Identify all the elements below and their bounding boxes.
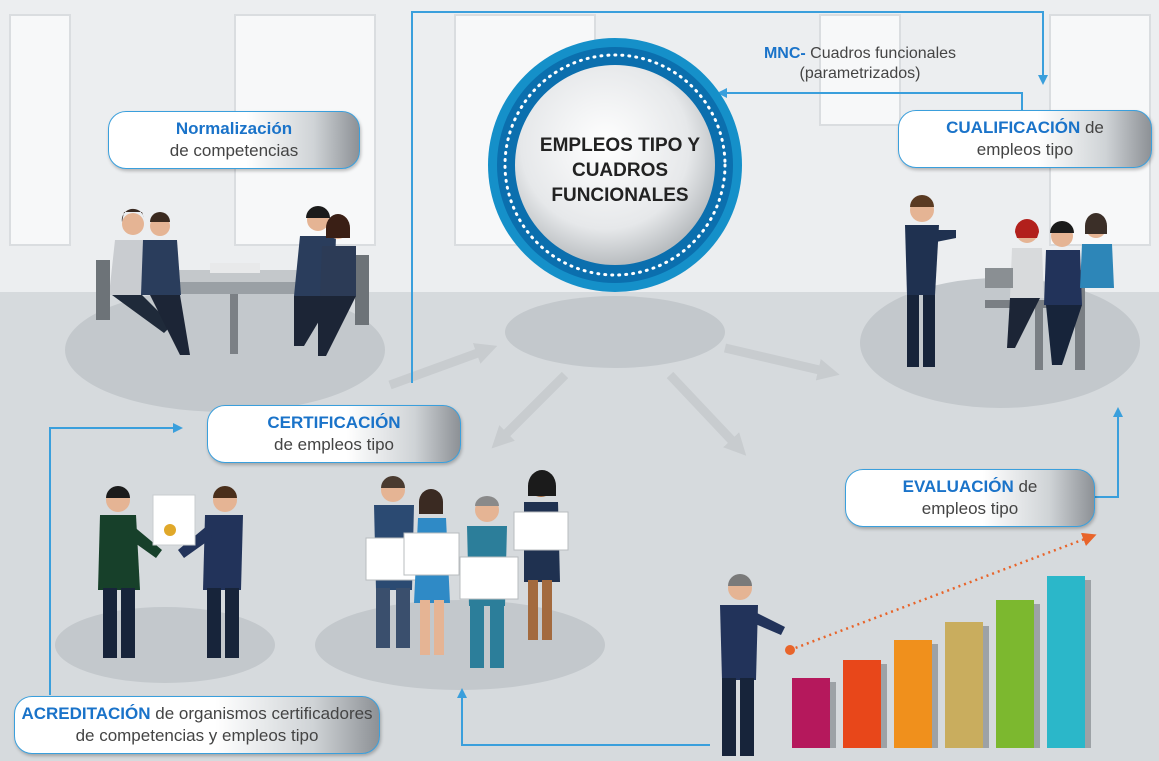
evaluacion-box: EVALUACIÓN de empleos tipo: [845, 469, 1095, 527]
growth-bar: [945, 622, 983, 748]
cualificacion-title: CUALIFICACIÓN: [946, 118, 1081, 137]
connector-top-loop: [411, 11, 1048, 383]
flow-arrows: [388, 343, 840, 456]
connector-mnc: [717, 88, 1023, 110]
growth-bar-shadow: [1034, 604, 1040, 748]
acreditacion-subtitle: de competencias y empleos tipo: [75, 726, 319, 745]
mnc-line2: (parametrizados): [799, 65, 921, 82]
growth-bar-shadow: [1085, 580, 1091, 748]
cualificacion-subtitle: empleos tipo: [976, 140, 1074, 159]
growth-bar: [894, 640, 932, 748]
certificacion-subtitle: de empleos tipo: [273, 435, 395, 454]
mnc-label: MNC- Cuadros funcionales (parametrizados…: [740, 44, 980, 84]
connector-bottom: [457, 688, 710, 746]
growth-bar-shadow: [830, 682, 836, 748]
evaluacion-rest: de: [1013, 477, 1038, 496]
center-circle: [488, 38, 742, 292]
center-title: EMPLEOS TIPO Y CUADROS FUNCIONALES: [530, 133, 710, 208]
evaluacion-title: EVALUACIÓN: [902, 477, 1014, 496]
evaluacion-subtitle: empleos tipo: [921, 499, 1019, 518]
normalizacion-title: Normalización: [175, 119, 293, 138]
normalizacion-box: Normalización de competencias: [108, 111, 360, 169]
center-title-line3: FUNCIONALES: [551, 185, 689, 206]
trend-start-dot: [785, 645, 795, 655]
meeting-illustration: [96, 206, 369, 356]
growth-bar: [996, 600, 1034, 748]
presentation-illustration: [905, 195, 1114, 370]
acreditacion-rest: de organismos certificadores: [150, 704, 373, 723]
acreditacion-box: ACREDITACIÓN de organismos certificadore…: [14, 696, 380, 754]
connector-evaluacion: [1095, 407, 1123, 498]
certificacion-box: CERTIFICACIÓN de empleos tipo: [207, 405, 461, 463]
acreditacion-title: ACREDITACIÓN: [21, 704, 151, 723]
certificacion-title: CERTIFICACIÓN: [267, 413, 401, 432]
mnc-bold: MNC-: [763, 45, 806, 62]
growth-bar-shadow: [881, 664, 887, 748]
center-title-line2: CUADROS: [571, 160, 669, 181]
growth-bar-shadow: [932, 644, 938, 748]
growth-bar: [792, 678, 830, 748]
growth-bar: [843, 660, 881, 748]
chart-presenter-illustration: [720, 574, 785, 756]
growth-bar: [1047, 576, 1085, 748]
normalizacion-subtitle: de competencias: [169, 141, 299, 160]
cualificacion-rest: de: [1080, 118, 1104, 137]
certificate-holders-illustration: [365, 470, 569, 668]
center-title-line1: EMPLEOS TIPO Y: [539, 135, 701, 156]
growth-bar-shadow: [983, 626, 989, 748]
cualificacion-box: CUALIFICACIÓN de empleos tipo: [898, 110, 1152, 168]
growth-bars: [792, 576, 1091, 748]
handshake-illustration: [98, 486, 243, 658]
mnc-text: Cuadros funcionales: [805, 45, 957, 62]
connector-acreditacion: [49, 423, 183, 695]
